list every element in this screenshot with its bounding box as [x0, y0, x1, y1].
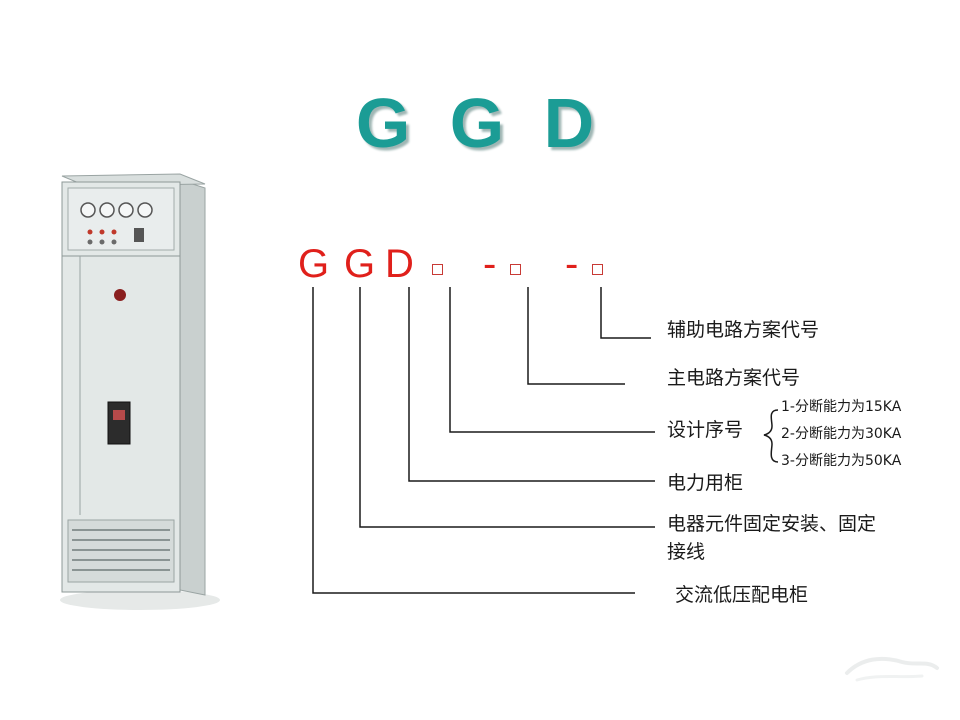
label-fixed-install-line1: 电器元件固定安装、固定	[667, 513, 877, 535]
code-letter-g1: G	[298, 242, 330, 286]
code-letter-d: D	[385, 242, 414, 286]
design-serial-option-1: 1-分断能力为15KA	[781, 399, 902, 415]
leader-line-box1	[449, 287, 655, 433]
label-aux-circuit: 辅助电路方案代号	[667, 319, 820, 341]
code-dash-1: -	[483, 242, 497, 286]
label-design-serial: 设计序号	[667, 419, 744, 441]
design-serial-option-3: 3-分断能力为50KA	[781, 453, 902, 469]
code-letter-g2: G	[344, 242, 376, 286]
label-fixed-install-line2: 接线	[667, 541, 706, 563]
design-serial-brace	[763, 409, 779, 463]
leader-line-box3	[600, 287, 651, 339]
label-main-circuit: 主电路方案代号	[667, 367, 801, 389]
page-title: G G D	[355, 84, 605, 162]
leader-line-g2	[359, 287, 655, 528]
code-placeholder-box-1	[432, 264, 443, 275]
label-power-cabinet: 电力用柜	[667, 472, 744, 494]
code-placeholder-box-2	[510, 264, 521, 275]
code-placeholder-box-3	[592, 264, 603, 275]
leader-line-g1	[312, 287, 635, 594]
leader-line-d	[408, 287, 655, 482]
leader-line-box2	[527, 287, 625, 385]
switchgear-cabinet-image	[60, 173, 220, 610]
design-serial-option-2: 2-分断能力为30KA	[781, 426, 902, 442]
code-dash-2: -	[565, 242, 579, 286]
label-ac-lv-cabinet: 交流低压配电柜	[675, 584, 809, 606]
watermark-icon	[845, 656, 939, 682]
